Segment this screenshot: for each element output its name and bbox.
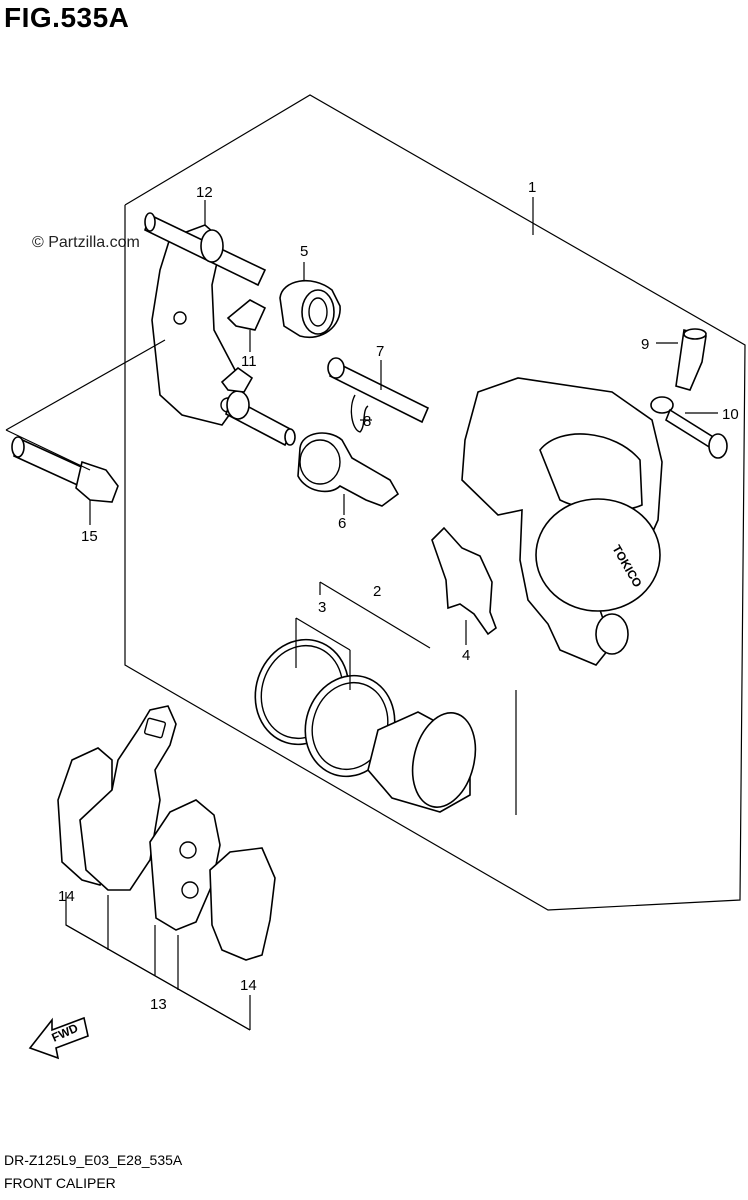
- part-cap-10: [650, 396, 728, 459]
- callout-5: 5: [300, 243, 308, 260]
- diagram-code: DR-Z125L9_E03_E28_535A: [4, 1152, 183, 1168]
- callout-3: 3: [318, 599, 326, 616]
- callout-13: 13: [150, 996, 167, 1013]
- part-bracket-12: [144, 212, 296, 447]
- part-pin-clip-8: [350, 394, 369, 433]
- callout-10: 10: [722, 406, 739, 423]
- part-boot-5: [279, 280, 341, 339]
- part-pad-spring-4: [431, 526, 497, 636]
- part-bleeder-screw-9: [675, 328, 707, 391]
- figure-title: FIG.535A: [4, 2, 130, 33]
- callout-8: 8: [363, 413, 371, 430]
- part-brake-pads: FWD: [28, 705, 276, 1060]
- part-bolt-15: [11, 436, 119, 503]
- callout-1: 1: [528, 179, 536, 196]
- callout-14-right: 14: [240, 977, 257, 994]
- callout-labels: 1 2 3 4 5 6 7 8 9 10 11 12 13 14 14 15: [58, 179, 739, 1013]
- part-clip-11: [220, 299, 267, 393]
- part-caliper-body: TOKICO: [461, 377, 663, 666]
- part-boot-pin-6: [297, 432, 400, 507]
- leader-lines: [5, 197, 718, 1031]
- callout-9: 9: [641, 336, 649, 353]
- part-bolt-7: [327, 357, 430, 424]
- callout-14-left: 14: [58, 888, 75, 905]
- callout-7: 7: [376, 343, 384, 360]
- callout-2: 2: [373, 583, 381, 600]
- watermark-text: © Partzilla.com: [32, 234, 140, 251]
- callout-6: 6: [338, 515, 346, 532]
- assembly-box-outline: [124, 94, 746, 911]
- diagram-caption: FRONT CALIPER: [4, 1175, 116, 1191]
- callout-11: 11: [241, 353, 257, 370]
- part-piston: [367, 711, 477, 813]
- callout-12: 12: [196, 184, 213, 201]
- callout-15: 15: [81, 528, 98, 545]
- callout-4: 4: [462, 647, 470, 664]
